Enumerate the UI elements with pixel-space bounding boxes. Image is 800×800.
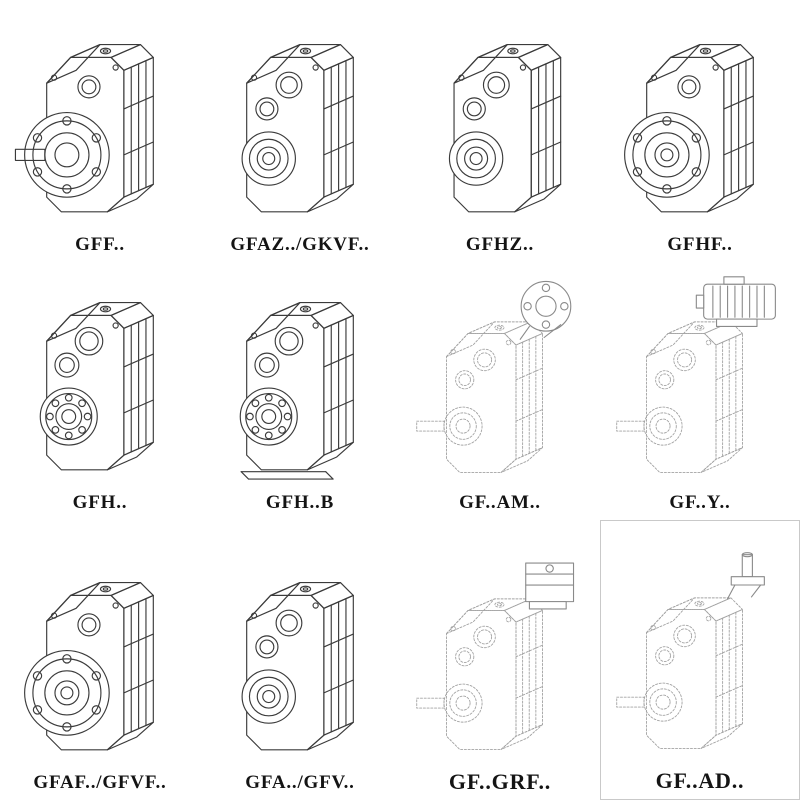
gearbox-drawing-gf-y [616, 276, 776, 473]
gearbox-drawing-gf-ad [616, 551, 765, 749]
gearbox-label: GFF.. [75, 234, 125, 256]
gearbox-label: GF..Y.. [669, 492, 731, 514]
flange-hollow-front [625, 76, 710, 197]
bearing-front [239, 326, 304, 446]
motor [695, 276, 776, 328]
ghost-front [416, 625, 496, 723]
gearbox-label: GF..AM.. [459, 492, 541, 514]
ghost-front [616, 348, 696, 446]
gearbox-cell-gf-grf: GF..GRF.. [400, 520, 600, 800]
gearbox-drawing-gfh [39, 302, 154, 471]
box-adapter [525, 562, 575, 610]
foot-mount [240, 471, 334, 480]
housing [446, 321, 543, 473]
gearbox-cell-gfh-b: GFH..B [200, 262, 400, 520]
flange-shaft-front [15, 76, 109, 197]
housing [246, 44, 354, 213]
gearbox-cell-gfh: GFH.. [0, 262, 200, 520]
gearbox-label: GFAZ../GKVF.. [230, 234, 370, 256]
housing [446, 598, 543, 750]
gearbox-cell-gfaz-gkvf: GFAZ../GKVF.. [200, 0, 400, 262]
bore-front [241, 609, 303, 724]
gearbox-drawing-gfhz [448, 44, 562, 213]
gearbox-cell-gfhz: GFHZ.. [400, 0, 600, 262]
gearbox-cell-gfa-gfv: GFA../GFV.. [200, 520, 400, 800]
gearbox-cell-gf-ad: GF..AD.. [600, 520, 800, 800]
gearbox-label: GF..GRF.. [448, 768, 552, 794]
ghost-front [616, 624, 696, 722]
gearbox-label: GFH..B [265, 492, 335, 514]
gearbox-label: GFHZ.. [465, 234, 535, 256]
bore-front [448, 71, 510, 186]
gearbox-cell-gf-y: GF..Y.. [600, 262, 800, 520]
input-flange-adapter [519, 280, 572, 341]
bore-front [241, 71, 303, 186]
gearbox-cell-gfhf: GFHF.. [600, 0, 800, 262]
gearbox-cell-gff: GFF.. [0, 0, 200, 262]
gearbox-label: GFHF.. [667, 234, 733, 256]
gearbox-drawing-gf-am [416, 280, 572, 473]
gearbox-label: GFA../GFV.. [245, 772, 355, 794]
shaft-adapter [727, 551, 765, 600]
gearbox-cell-gf-am: GF..AM.. [400, 262, 600, 520]
housing [646, 321, 743, 473]
gearbox-drawing-gfaf [8, 582, 154, 751]
gearbox-label: GFAF../GFVF.. [33, 772, 167, 794]
gearbox-drawing-gfa [241, 582, 354, 751]
housing [646, 597, 743, 749]
housing [246, 582, 354, 751]
flange-hollow-front [25, 614, 110, 735]
gearbox-drawing-gf-grf [416, 562, 575, 750]
gearbox-drawing-gfhf [608, 44, 754, 213]
bearing-front [39, 326, 104, 446]
ghost-front [416, 348, 496, 446]
gearbox-label: GF..AD.. [655, 767, 745, 793]
gearbox-drawing-gfh-b [239, 302, 354, 480]
gearbox-label: GFH.. [72, 492, 128, 514]
housing [453, 44, 562, 213]
gearbox-drawing-gfaz [241, 44, 354, 213]
gearbox-drawing-gff [8, 44, 154, 213]
gearbox-cell-gfaf-gfvf: GFAF../GFVF.. [0, 520, 200, 800]
